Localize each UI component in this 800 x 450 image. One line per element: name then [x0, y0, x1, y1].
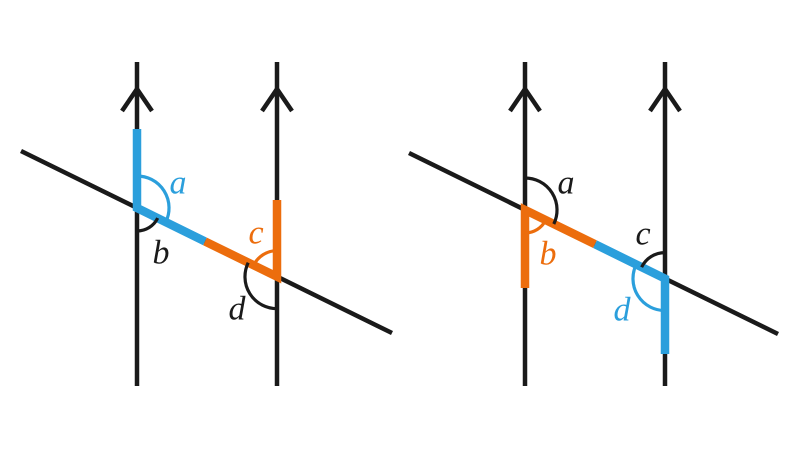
up-arrowhead-icon: [648, 85, 682, 113]
left-angle-c-arc: [252, 249, 278, 267]
left-angle-d-arc: [243, 262, 278, 311]
left-angle-b-arc: [136, 217, 160, 233]
right-blue-highlight-segment: [593, 240, 670, 354]
left-diagram: a b c d: [20, 62, 393, 386]
right-orange-highlight-segment: [520, 203, 597, 288]
up-arrowhead-icon: [260, 85, 294, 113]
right-angle-c-arc: [640, 250, 666, 268]
right-diagram: a b c d: [408, 62, 779, 386]
right-angle-b-arc: [524, 219, 548, 235]
right-angle-a-label: a: [558, 165, 575, 202]
right-angle-c-label: c: [635, 216, 650, 253]
left-angle-b-label: b: [153, 235, 170, 272]
up-arrowhead-icon: [508, 85, 542, 113]
left-orange-highlight-segment: [203, 200, 282, 284]
left-angle-d-label: d: [229, 291, 247, 328]
left-angle-a-label: a: [170, 165, 187, 202]
left-angle-a-arc: [136, 174, 171, 223]
up-arrowhead-icon: [120, 85, 154, 113]
right-angle-a-arc: [524, 176, 559, 225]
left-blue-highlight-segment: [132, 129, 207, 246]
right-angle-d-label: d: [614, 292, 632, 329]
right-angle-d-arc: [631, 263, 666, 313]
left-angle-c-label: c: [248, 215, 263, 252]
right-angle-b-label: b: [540, 236, 557, 273]
